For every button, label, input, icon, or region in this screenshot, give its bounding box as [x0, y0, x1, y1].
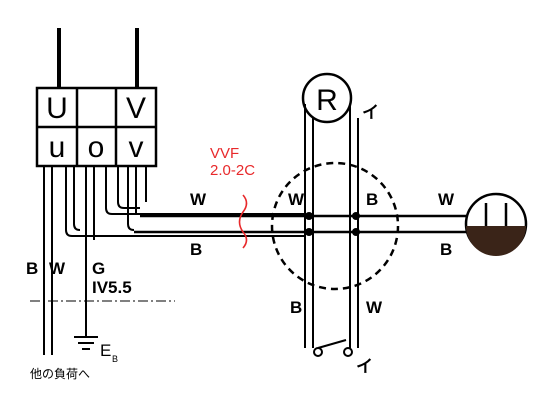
terminal-V: V: [126, 92, 146, 125]
wire-label-box-b: B: [366, 190, 378, 209]
other-loads-label: 他の負荷へ: [30, 367, 90, 381]
wire-label-outlet-b: B: [440, 240, 452, 259]
wire-label-upper-left: W: [190, 190, 207, 209]
lamp-mark: イ: [362, 103, 379, 122]
ground-subscript: B: [112, 354, 118, 364]
lamp-switch-wires: [304, 104, 359, 348]
wire-label-switch-b: B: [290, 298, 302, 317]
ground-label: E: [100, 341, 111, 360]
wire-label-feed-w: W: [49, 259, 66, 278]
transformer-terminal-block: U V u o v: [35, 86, 158, 168]
wire-label-switch-w: W: [366, 298, 383, 317]
junction-dot: [352, 212, 360, 220]
junction-dot: [352, 228, 360, 236]
terminal-U: U: [46, 92, 68, 125]
secondary-wires: [43, 166, 305, 355]
junction-dot: [305, 228, 313, 236]
terminal-o: o: [88, 131, 105, 164]
cable-type-label: VVF: [210, 145, 239, 162]
wire-label-feed-b: B: [26, 259, 38, 278]
terminal-u: u: [49, 131, 66, 164]
main-cable: [134, 214, 470, 234]
terminal-v: v: [129, 131, 144, 164]
wire-label-lower-left: B: [190, 240, 202, 259]
cable-marker-icon: [238, 194, 248, 249]
wire-label-outlet-w: W: [438, 190, 455, 209]
wire-label-box-w: W: [288, 190, 305, 209]
cable-size-label: 2.0-2C: [210, 162, 255, 179]
ground-icon: [74, 336, 98, 350]
junction-box-icon: [270, 161, 400, 291]
wire-label-ground-g: G: [92, 259, 105, 278]
lamp-icon: [301, 72, 353, 124]
outlet-icon: [464, 192, 528, 256]
junction-dot: [305, 212, 313, 220]
wire-label-ground-iv: IV5.5: [92, 278, 132, 297]
lamp-label: R: [316, 84, 338, 117]
switch-icon: [313, 339, 353, 357]
switch-mark: イ: [356, 357, 373, 376]
